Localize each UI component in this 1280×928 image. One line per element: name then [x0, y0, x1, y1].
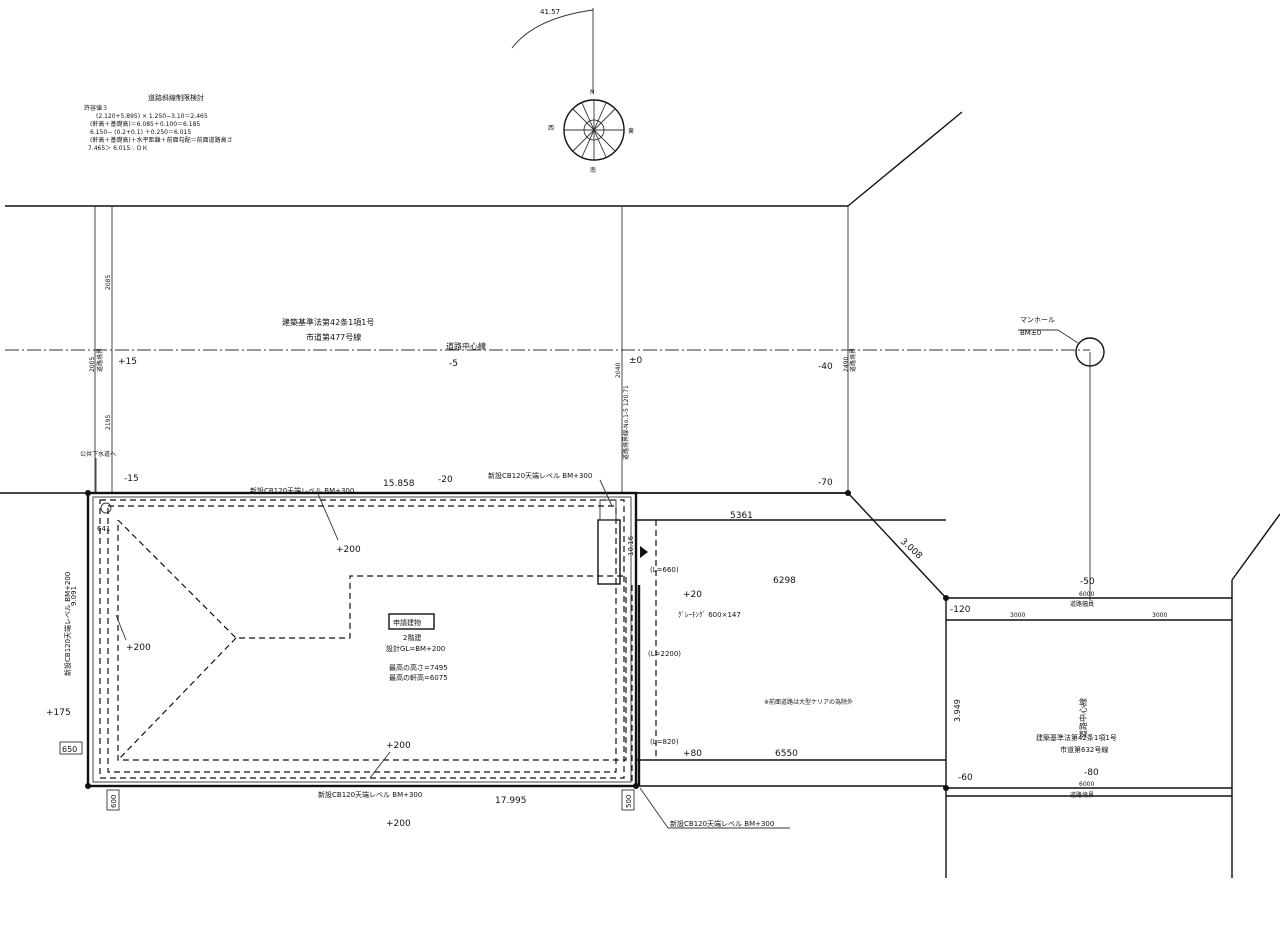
dim-500: 500	[625, 795, 633, 808]
level-p200-d: +200	[386, 819, 411, 829]
dim-1016: 10.16	[627, 535, 635, 556]
east-boundary-label: 道路境界	[1070, 791, 1094, 799]
dim-2085: 2085	[105, 275, 112, 290]
building-gl: 設計GL=BM+200	[386, 644, 445, 653]
level-p200-c: +200	[386, 741, 411, 751]
dim-2005: 2005	[89, 357, 96, 372]
east-width-total-bottom: 6000	[1079, 781, 1094, 788]
sub-note-e: ｸﾞﾚｰﾁﾝｸﾞ 600×147	[678, 611, 741, 619]
calc-line-3: (軒高＋基礎高)＝6.085＋0.100＝6.185	[90, 120, 200, 128]
drain-note: 公共下水道へ	[80, 450, 116, 458]
dim-2490: 2490	[843, 357, 850, 372]
building-badge: 申請建物	[393, 618, 421, 627]
level-m60: -60	[958, 773, 973, 783]
boundary-west-label: 道路境界	[96, 348, 104, 372]
fence-lines	[99, 499, 657, 782]
site-boundary: 公共下水道へ	[80, 450, 949, 878]
manhole-value: BM±0	[1020, 329, 1041, 337]
dim-6298: 6298	[773, 576, 796, 586]
level-m15: -15	[124, 474, 139, 484]
road-east-name: 市道第632号線	[1060, 745, 1108, 754]
level-m5: -5	[449, 359, 458, 369]
level-p80: +80	[683, 749, 702, 759]
dim-2195: 2195	[105, 415, 112, 430]
setback-calculation-note: 道路斜線制限検討 許容値３ (2.120+5.895) × 1.250−3.10…	[84, 93, 233, 152]
building-footprint	[117, 499, 648, 761]
calc-title: 道路斜線制限検討	[148, 93, 204, 102]
dim-641: 641	[97, 525, 110, 533]
compass-mark-s: 南	[590, 166, 596, 174]
level-m20: -20	[438, 475, 453, 485]
fence-west-note: 新設CB120天端レベル BM+200	[63, 572, 72, 676]
manhole-label: マンホール	[1020, 316, 1055, 324]
manhole-benchmark: マンホール BM±0	[1018, 316, 1105, 600]
level-p200-b: +200	[126, 643, 151, 653]
parking-note: ※前面道路は大型ケリアの為除外	[764, 698, 853, 706]
north-arrow-icon: 41.57 N 東 南 西	[511, 8, 634, 174]
east-width-total-top: 6000	[1079, 591, 1094, 598]
level-p200-a: +200	[336, 545, 361, 555]
east-road-width-note: 道路幅員	[1070, 600, 1094, 608]
compass-mark-e: 東	[628, 127, 634, 135]
compass-mark-n: N	[590, 89, 595, 96]
road-east-center-label: 道路中心線	[1078, 698, 1088, 738]
north-road: 建築基準法第42条1項1号 市道第477号線 道路中心線 2085 2195 道…	[0, 111, 1090, 494]
level-m70: -70	[818, 478, 833, 488]
road-east-law: 建築基準法第42条1項1号	[1036, 733, 1117, 742]
dim-5361: 5361	[730, 511, 753, 521]
building-label: 申請建物 2階建 設計GL=BM+200 最高の高さ=7495 最高の軒高=60…	[386, 613, 448, 682]
fence-north-note: 新設CB120天端レベル BM+300	[250, 486, 354, 495]
boundary-marker-icon	[85, 783, 91, 789]
road-north-center-label: 道路中心線	[446, 341, 486, 351]
level-p175: +175	[46, 708, 71, 718]
sub-note-a: (L=2200)	[648, 650, 681, 658]
building-floors: 2階建	[403, 633, 421, 642]
road-no-label: 道路境界線-No.1-5 120.71	[622, 385, 630, 460]
level-m80: -80	[1084, 768, 1099, 778]
level-m40: -40	[818, 362, 833, 372]
dim-600: 600	[110, 795, 118, 808]
compass-mark-w: 西	[548, 125, 554, 132]
dim-650: 650	[62, 745, 77, 754]
dim-3949: 3.949	[953, 699, 962, 722]
level-p15: +15	[118, 357, 137, 367]
building-eave-height: 最高の軒高=6075	[389, 673, 448, 682]
compass-angle: 41.57	[540, 8, 560, 16]
fence-notes: 新設CB120天端レベル BM+300 新設CB120天端レベル BM+300 …	[63, 471, 790, 829]
dim-6550: 6550	[775, 749, 798, 759]
dim-17995: 17.995	[495, 796, 527, 806]
level-m50: -50	[1080, 577, 1095, 587]
site-annotations: +200 +200 +200 +200 +175 +20 +80 17.995 …	[46, 511, 962, 829]
dim-3008: 3.008	[898, 537, 924, 562]
boundary-marker-icon	[633, 783, 639, 789]
boundary-marker-icon	[845, 490, 851, 496]
road-north-name: 市道第477号線	[306, 332, 361, 342]
east-width-b: 3000	[1152, 612, 1167, 619]
level-p20: +20	[683, 590, 702, 600]
boundary-north-east-label: 道路境界	[849, 348, 857, 372]
sub-note-b: (L=820)	[650, 738, 679, 746]
fence-south-east-note: 新設CB120天端レベル BM+300	[670, 819, 774, 828]
calc-line-6: 7.465＞ 6.015∴ ＯＫ	[88, 145, 148, 152]
entrance-arrow-icon	[640, 546, 648, 558]
dim-15858: 15.858	[383, 479, 415, 489]
level-pm0: ±0	[629, 356, 643, 366]
calc-line-2: (2.120+5.895) × 1.250−3.10＝2.465	[96, 113, 208, 120]
boundary-marker-icon	[85, 490, 91, 496]
drain-inlet-icon	[100, 502, 112, 514]
building-max-height: 最高の高さ=7495	[389, 663, 448, 672]
calc-line-1: 許容値３	[84, 104, 108, 112]
road-north-law: 建築基準法第42条1項1号	[282, 317, 374, 327]
calc-line-4: 6.150− (0.2+0.1) ＋0.250＝6.015	[90, 129, 191, 136]
dim-9091: 9.091	[70, 586, 78, 606]
sub-note-c: (L=660)	[650, 566, 679, 574]
east-width-a: 3000	[1010, 612, 1025, 619]
dim-2040: 2040	[615, 363, 622, 378]
east-road: -120 -50 6000 道路幅員 3000 3000 道路中心線 建築基準法…	[946, 513, 1280, 878]
fence-north-east-note: 新設CB120天端レベル BM+300	[488, 471, 592, 480]
calc-line-5: (軒高＋基礎高)＋水平距離＋前面勾配＝前面道路高さ	[90, 136, 233, 144]
level-m120: -120	[950, 605, 971, 615]
fence-south-note: 新設CB120天端レベル BM+300	[318, 790, 422, 799]
